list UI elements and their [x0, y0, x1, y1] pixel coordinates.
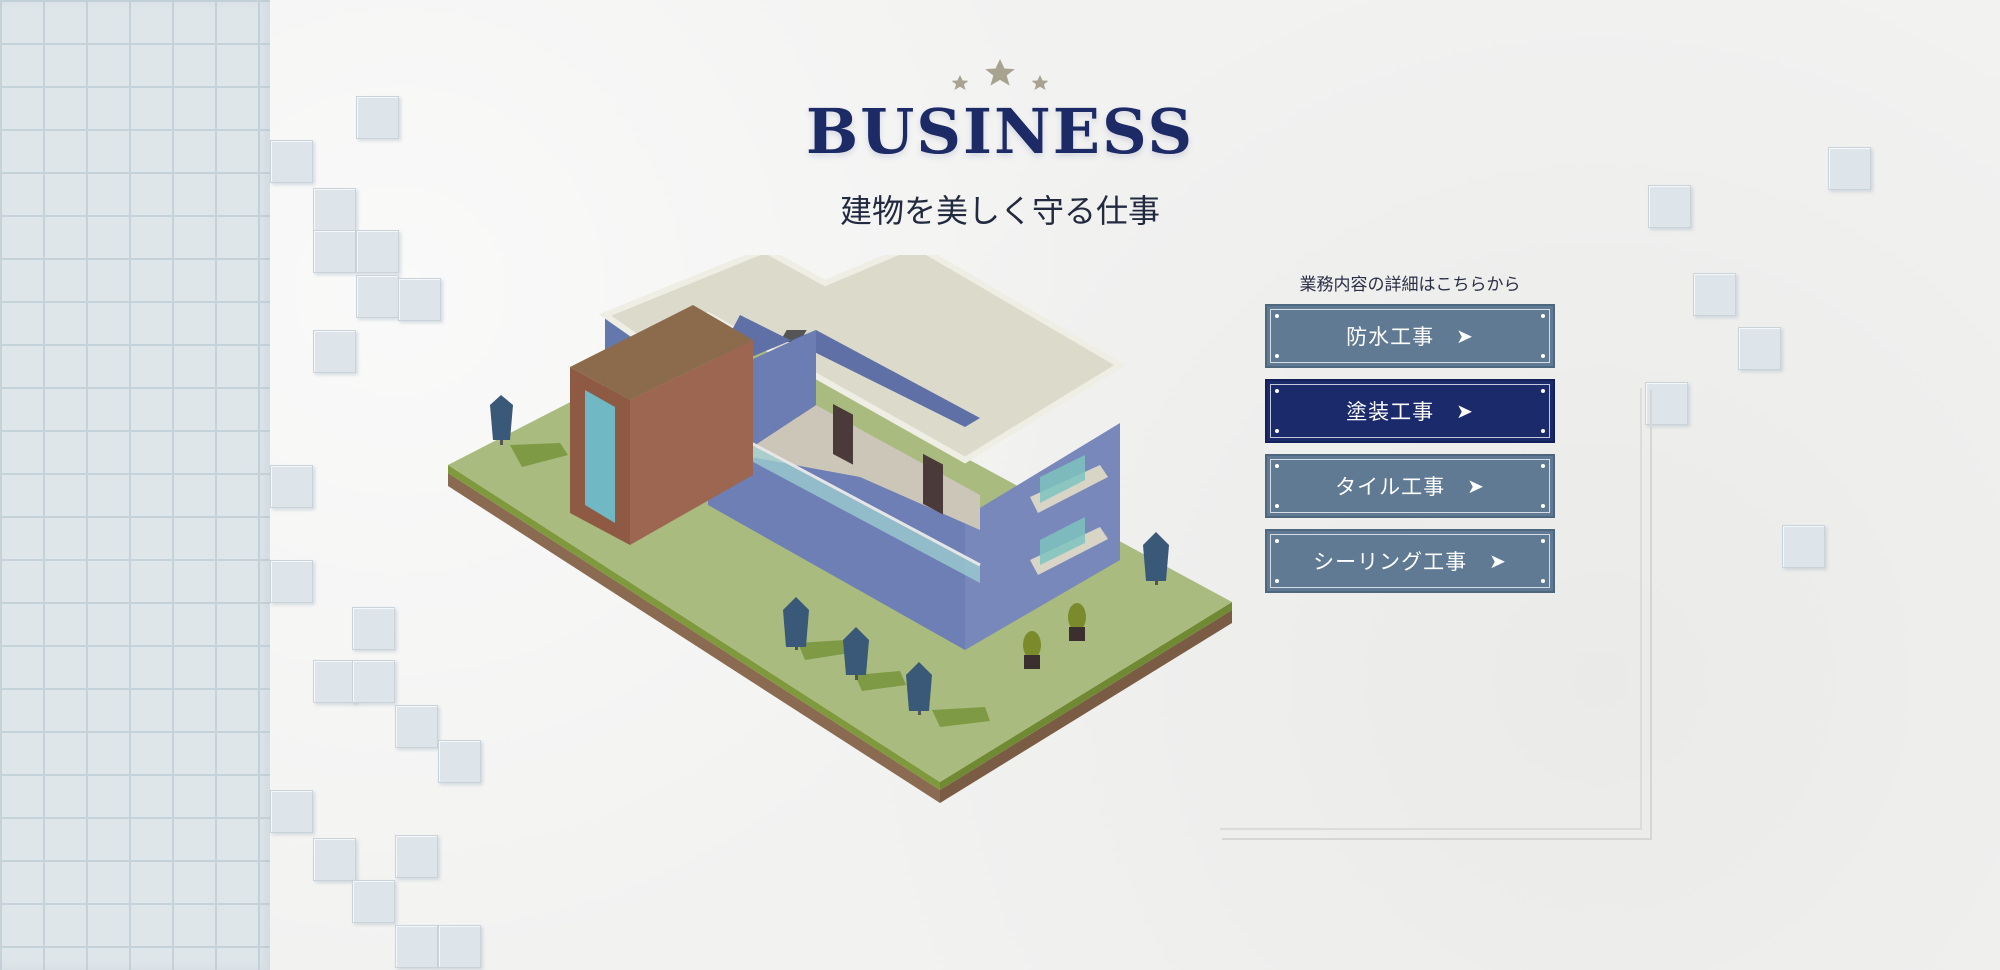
- brick-tower-roof: [570, 305, 753, 400]
- corner-dot: [1275, 579, 1279, 583]
- three-stars-icon: [951, 59, 1049, 90]
- page-subtitle: 建物を美しく守る仕事: [839, 192, 1160, 230]
- tile: [270, 465, 313, 508]
- door: [923, 453, 943, 515]
- corner-dot: [1275, 314, 1279, 318]
- arrow-right-icon: ➤: [1467, 474, 1485, 498]
- corner-dot: [1275, 504, 1279, 508]
- tower-window: [585, 390, 615, 523]
- tile: [1738, 327, 1781, 370]
- corner-dot: [1275, 389, 1279, 393]
- tree: [906, 662, 932, 715]
- corner-dot: [1541, 539, 1545, 543]
- page-title: BUSINESS: [805, 95, 1195, 168]
- door: [833, 403, 853, 465]
- tile: [395, 835, 438, 878]
- tree-shadow: [510, 443, 568, 467]
- tile: [313, 660, 356, 703]
- button-label: タイル工事: [1335, 475, 1446, 499]
- corner-dot: [1541, 389, 1545, 393]
- ground-edge-right: [940, 602, 1232, 790]
- ground-base-side-left: [448, 473, 940, 803]
- tile: [270, 140, 313, 183]
- button-label: シーリング工事: [1313, 550, 1468, 574]
- glass-railing: [740, 437, 980, 583]
- tile: [313, 330, 356, 373]
- sealing-button[interactable]: シーリング工事 ➤: [1265, 529, 1555, 593]
- waterproofing-button[interactable]: 防水工事 ➤: [1265, 304, 1555, 368]
- railing-top: [739, 435, 981, 567]
- tree: [490, 395, 513, 445]
- tile: [313, 188, 356, 231]
- corner-dot: [1541, 464, 1545, 468]
- tile: [356, 96, 399, 139]
- ground-edge-left: [448, 465, 940, 790]
- ground-base-side-right: [940, 610, 1232, 803]
- decorative-frame-lines: [1220, 388, 1652, 840]
- tile: [313, 838, 356, 881]
- tree: [843, 627, 869, 680]
- tile: [352, 660, 395, 703]
- corridor-wall: [740, 330, 816, 455]
- star-small-left-icon: [951, 75, 969, 90]
- corner-dot: [1541, 429, 1545, 433]
- tile: [1645, 382, 1688, 425]
- corner-dot: [1275, 539, 1279, 543]
- tile: [1648, 185, 1691, 228]
- business-menu: 業務内容の詳細はこちらから 防水工事 ➤ 塗装工事 ➤ タイル工事 ➤: [1265, 270, 1555, 604]
- star-large-center-icon: [985, 59, 1015, 86]
- tree-shadow: [855, 671, 906, 691]
- corridor-back-wall: [708, 315, 980, 427]
- building-illustration: [448, 255, 1232, 803]
- tile: [1828, 147, 1871, 190]
- tile: [356, 230, 399, 273]
- tile: [438, 925, 481, 968]
- button-label: 塗装工事: [1346, 400, 1435, 424]
- potted-shrub: [1023, 631, 1041, 669]
- balcony-slab: [1030, 527, 1108, 575]
- potted-shrub: [1068, 603, 1086, 641]
- corner-dot: [1275, 354, 1279, 358]
- tile: [352, 880, 395, 923]
- corner-dot: [1541, 504, 1545, 508]
- tile-wall-decoration: [0, 0, 270, 970]
- corner-dot: [1275, 429, 1279, 433]
- tree-shadow: [932, 707, 990, 727]
- button-label: 防水工事: [1346, 325, 1435, 349]
- tile-work-button[interactable]: タイル工事 ➤: [1265, 454, 1555, 518]
- tile: [356, 275, 399, 318]
- corner-dot: [1541, 314, 1545, 318]
- arrow-right-icon: ➤: [1489, 549, 1507, 573]
- balcony-glass: [1040, 455, 1085, 503]
- balcony-slab: [1030, 465, 1108, 513]
- tile: [1693, 273, 1736, 316]
- tile: [438, 740, 481, 783]
- tile: [398, 278, 441, 321]
- tree: [1143, 532, 1169, 585]
- tile: [270, 560, 313, 603]
- tile: [352, 607, 395, 650]
- corner-dot: [1541, 579, 1545, 583]
- star-small-right-icon: [1031, 75, 1049, 90]
- tile: [395, 925, 438, 968]
- brick-tower-side: [630, 340, 753, 545]
- arrow-right-icon: ➤: [1456, 324, 1474, 348]
- menu-caption: 業務内容の詳細はこちらから: [1299, 275, 1521, 295]
- tree-shadow: [798, 640, 850, 660]
- arrow-right-icon: ➤: [1456, 399, 1474, 423]
- balcony-glass: [1040, 517, 1085, 565]
- tile: [270, 790, 313, 833]
- corner-dot: [1275, 464, 1279, 468]
- tile: [313, 230, 356, 273]
- corner-dot: [1541, 354, 1545, 358]
- tree: [783, 597, 809, 650]
- tile: [1782, 525, 1825, 568]
- corridor-floor: [740, 405, 980, 530]
- painting-button[interactable]: 塗装工事 ➤: [1265, 379, 1555, 443]
- tile: [395, 705, 438, 748]
